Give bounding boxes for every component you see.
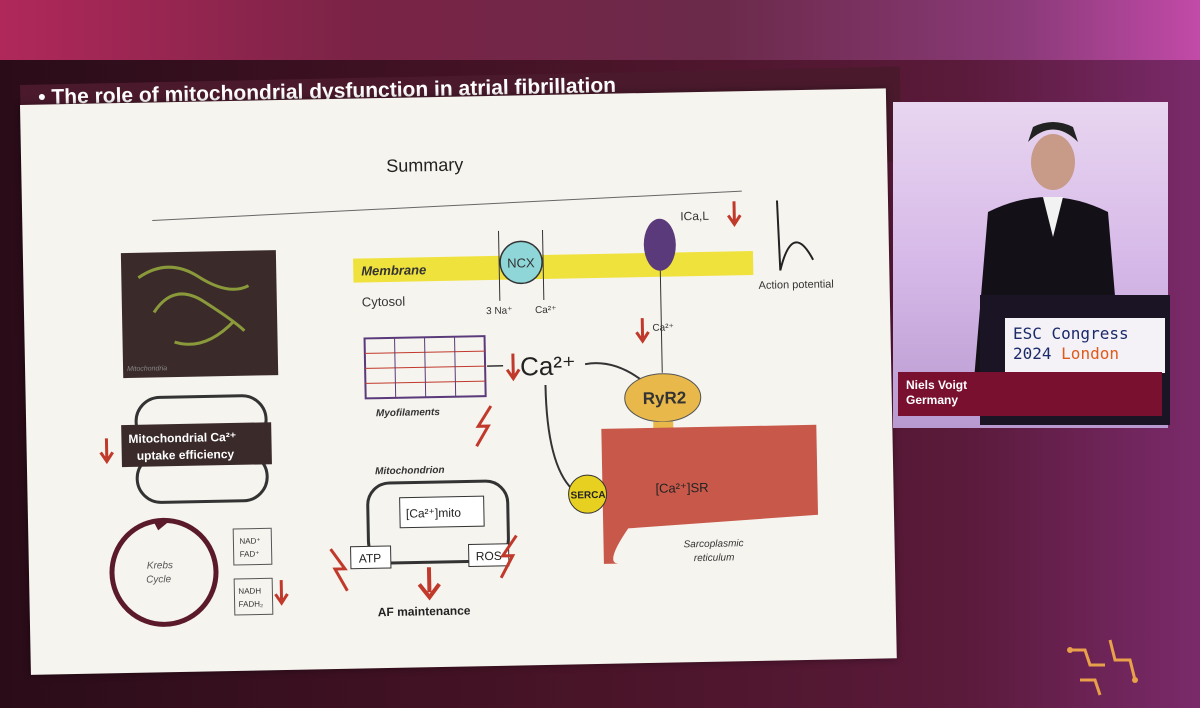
action-potential-label: Action potential bbox=[758, 278, 833, 291]
ical-down-arrow-icon bbox=[727, 201, 742, 228]
down-arrow-icon-nadh bbox=[274, 580, 289, 606]
ncx-ca-label: Ca²⁺ bbox=[535, 305, 557, 316]
mitochondrion-large-icon bbox=[366, 479, 510, 565]
krebs-arrow-icon bbox=[153, 520, 169, 531]
af-maintenance-label: AF maintenance bbox=[378, 603, 471, 619]
channel-to-ryr-line bbox=[659, 270, 663, 373]
mitochondria-image-label: Mitochondria bbox=[127, 365, 167, 373]
ca-main-down-arrow-icon bbox=[505, 353, 521, 382]
speaker-country: Germany bbox=[906, 393, 959, 407]
mito-ca-label-2: uptake efficiency bbox=[137, 447, 235, 463]
af-down-arrow-icon bbox=[417, 567, 441, 601]
mitochondria-network bbox=[137, 265, 250, 346]
nad-label: NAD⁺ bbox=[239, 536, 260, 545]
ros-label: ROS bbox=[476, 549, 502, 563]
ncx-exchanger bbox=[499, 240, 543, 285]
sr-label-2: reticulum bbox=[694, 552, 735, 564]
summary-heading: Summary bbox=[386, 155, 463, 176]
ryr2-label: RyR2 bbox=[643, 388, 687, 408]
mito-ca-box bbox=[121, 422, 272, 468]
ca-mito-label: [Ca²⁺]mito bbox=[406, 506, 462, 521]
serca-pump bbox=[568, 474, 608, 514]
myofilaments-label: Myofilaments bbox=[376, 407, 441, 419]
lightning-icon-center bbox=[475, 405, 493, 448]
mito-ca-label-1: Mitochondrial Ca²⁺ bbox=[128, 430, 236, 446]
podium-sign: ESC Congress 2024 London bbox=[1005, 318, 1165, 373]
nad-box bbox=[232, 527, 273, 566]
membrane-label: Membrane bbox=[361, 262, 426, 278]
sarcoplasmic-reticulum bbox=[601, 424, 819, 564]
myofilaments-icon bbox=[363, 335, 487, 400]
serca-label: SERCA bbox=[571, 490, 606, 502]
fad-label: FAD⁺ bbox=[240, 549, 260, 558]
podium-year: 2024 bbox=[1013, 344, 1062, 363]
nadh-label: NADH bbox=[238, 586, 261, 595]
krebs-label-2: Cycle bbox=[146, 574, 172, 585]
lightning-icon-ros bbox=[499, 534, 518, 579]
ca-mito-box bbox=[399, 495, 485, 529]
diagram: Summary Mitochondria Mitochondrial Ca²⁺ … bbox=[99, 155, 834, 627]
krebs-cycle-icon bbox=[109, 517, 219, 627]
ryr-ca-label: Ca²⁺ bbox=[652, 322, 674, 333]
speaker-name-tag: Niels Voigt Germany bbox=[898, 372, 1162, 416]
ncx-line-left bbox=[498, 230, 501, 301]
cytosol-label: Cytosol bbox=[362, 294, 406, 310]
summary-rule bbox=[152, 190, 742, 221]
mitochondrion-label: Mitochondrion bbox=[375, 465, 445, 477]
ca-main-label: Ca²⁺ bbox=[520, 350, 576, 381]
podium-line-2: 2024 London bbox=[1013, 344, 1165, 364]
podium-line-1: ESC Congress bbox=[1013, 324, 1129, 343]
slide: Summary Mitochondria Mitochondrial Ca²⁺ … bbox=[20, 88, 897, 675]
ical-label: ICa,L bbox=[680, 209, 709, 224]
down-arrow-icon bbox=[99, 438, 114, 465]
podium-city: London bbox=[1061, 344, 1119, 363]
mitochondria-image bbox=[120, 250, 279, 379]
atp-label: ATP bbox=[359, 551, 382, 565]
ltype-channel-icon bbox=[643, 218, 676, 271]
action-potential-icon bbox=[775, 200, 815, 271]
ncx-label: NCX bbox=[507, 255, 535, 271]
na-label: 3 Na⁺ bbox=[486, 306, 513, 318]
fadh-label: FADH₂ bbox=[239, 599, 264, 608]
krebs-label-1: Krebs bbox=[147, 560, 173, 571]
ca-down-arrow-icon bbox=[635, 318, 650, 344]
atp-box bbox=[350, 545, 392, 570]
ca-to-serca-arrow bbox=[544, 384, 574, 491]
esc-floor-logo-icon bbox=[1067, 639, 1138, 696]
ncx-line-right bbox=[541, 229, 545, 300]
lightning-icon-atp bbox=[329, 548, 349, 592]
nadh-box bbox=[233, 577, 274, 616]
ca-sr-label: [Ca²⁺]SR bbox=[655, 480, 708, 496]
speaker-name: Niels Voigt bbox=[906, 378, 968, 392]
sr-label-1: Sarcoplasmic bbox=[683, 538, 743, 550]
